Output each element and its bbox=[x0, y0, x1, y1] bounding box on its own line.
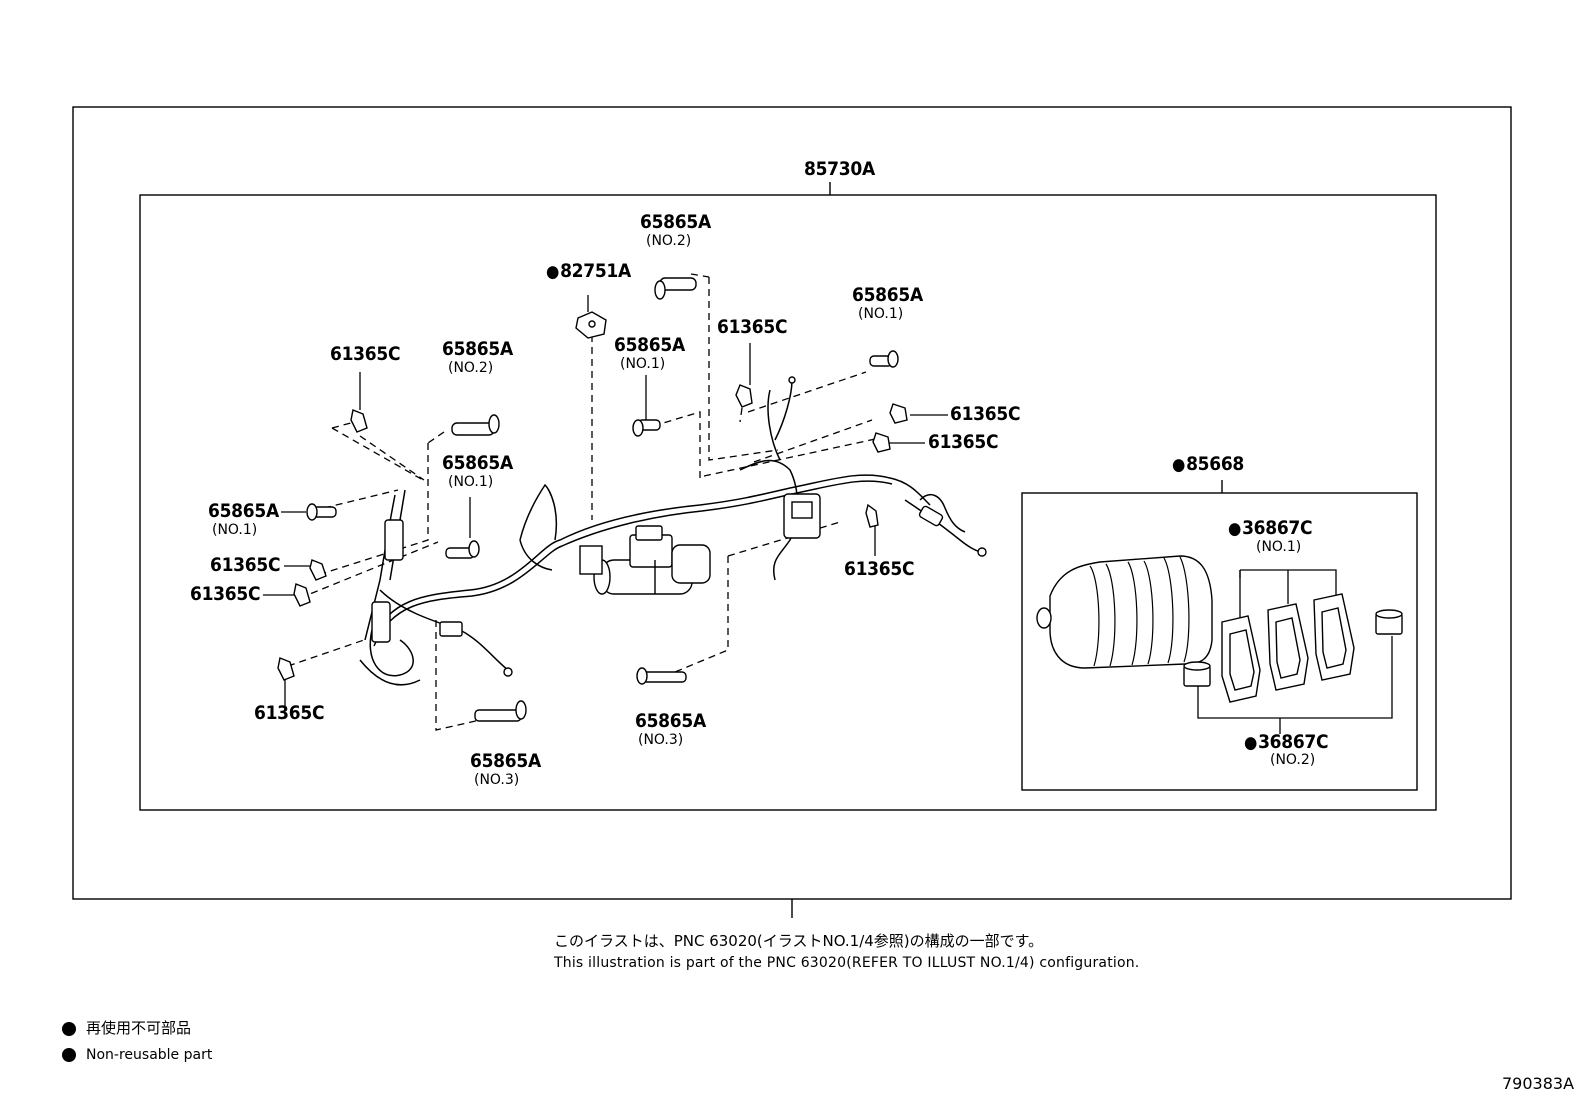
label-clip-right-2: 61365C bbox=[928, 431, 999, 453]
label-clip-bottom-left: 61365C bbox=[254, 702, 325, 724]
label-clip-right-lower: 61365C bbox=[844, 558, 915, 580]
wire-harness bbox=[359, 379, 981, 686]
actuator-motor bbox=[579, 525, 711, 595]
diagram-id: 790383A bbox=[1502, 1074, 1575, 1093]
label-clip-left-2: 61365C bbox=[190, 583, 261, 605]
label-clip-right-1: 61365C bbox=[950, 403, 1021, 425]
label-82751A: 82751A bbox=[546, 262, 631, 281]
pin-bottom-center-no3 bbox=[636, 667, 687, 685]
label-pin-left-mid-no: (NO.1) bbox=[448, 474, 494, 490]
pin-top-no2 bbox=[654, 277, 697, 300]
clip-right-1 bbox=[889, 403, 908, 424]
terminal-end-2 bbox=[977, 547, 987, 557]
label-pin-left-arrow-no: (NO.1) bbox=[212, 522, 258, 538]
cap-no2-right bbox=[1375, 609, 1403, 635]
label-36867C-no2-no: (NO.2) bbox=[1270, 752, 1316, 768]
label-36867C-no1: 36867C bbox=[1228, 519, 1313, 538]
legend-dot-icon bbox=[62, 1022, 76, 1036]
label-85730A: 85730A bbox=[804, 158, 875, 180]
label-pin-bottom-left-no: (NO.3) bbox=[474, 772, 520, 788]
label-36867C-no1-no: (NO.1) bbox=[1256, 539, 1302, 555]
label-pin-bottom-center-no: (NO.3) bbox=[638, 732, 684, 748]
legend-en: Non-reusable part bbox=[86, 1047, 213, 1063]
pin-center-no1 bbox=[632, 419, 661, 437]
connector-left bbox=[371, 519, 463, 643]
terminal-end-3 bbox=[788, 376, 796, 384]
assembly-frame bbox=[139, 194, 1437, 811]
label-clip-left-1: 61365C bbox=[210, 554, 281, 576]
clamp-82751A bbox=[575, 311, 607, 339]
clip-right-2 bbox=[872, 432, 891, 453]
cap-no2-left bbox=[1183, 661, 1211, 687]
clip-left-1 bbox=[309, 559, 327, 581]
label-pin-left-upper-no: (NO.2) bbox=[448, 360, 494, 376]
label-85668: 85668 bbox=[1172, 455, 1244, 474]
label-pin-left-arrow: 65865A bbox=[208, 500, 279, 522]
label-clip-top-mid: 61365C bbox=[717, 316, 788, 338]
note-jp: このイラストは、PNC 63020(イラストNO.1/4参照)の構成の一部です。 bbox=[554, 932, 1044, 950]
pin-left-arrow-no1 bbox=[306, 503, 337, 521]
label-pin-top-no: (NO.2) bbox=[646, 233, 692, 249]
label-pin-center-no: (NO.1) bbox=[620, 356, 666, 372]
filter-85668 bbox=[1036, 555, 1403, 703]
label-pin-center: 65865A bbox=[614, 334, 685, 356]
clip-top-left bbox=[350, 409, 368, 433]
label-clip-top-left: 61365C bbox=[330, 343, 401, 365]
clip-right-lower bbox=[865, 503, 879, 528]
pin-bottom-left-no3 bbox=[474, 700, 527, 722]
label-pin-left-upper: 65865A bbox=[442, 338, 513, 360]
label-36867C-no2: 36867C bbox=[1244, 733, 1329, 752]
label-pin-bottom-center: 65865A bbox=[635, 710, 706, 732]
legend-dot-icon bbox=[62, 1048, 76, 1062]
label-pin-left-mid: 65865A bbox=[442, 452, 513, 474]
pin-left-mid-no1 bbox=[445, 540, 480, 559]
legend-jp: 再使用不可部品 bbox=[86, 1019, 192, 1037]
clip-top-mid bbox=[735, 384, 753, 408]
clip-left-2 bbox=[293, 583, 311, 607]
pin-right-no1 bbox=[869, 350, 899, 368]
clip-bottom-left bbox=[277, 657, 295, 681]
connector-right-tail bbox=[918, 505, 944, 527]
note-en: This illustration is part of the PNC 630… bbox=[554, 955, 1140, 971]
label-pin-right: 65865A bbox=[852, 284, 923, 306]
filter-frame bbox=[1021, 492, 1418, 791]
connector-right bbox=[783, 493, 821, 539]
label-pin-top: 65865A bbox=[640, 211, 711, 233]
pin-left-upper-no2 bbox=[451, 414, 500, 436]
label-pin-bottom-left: 65865A bbox=[470, 750, 541, 772]
terminal-end-1 bbox=[503, 667, 513, 677]
label-pin-right-no: (NO.1) bbox=[858, 306, 904, 322]
